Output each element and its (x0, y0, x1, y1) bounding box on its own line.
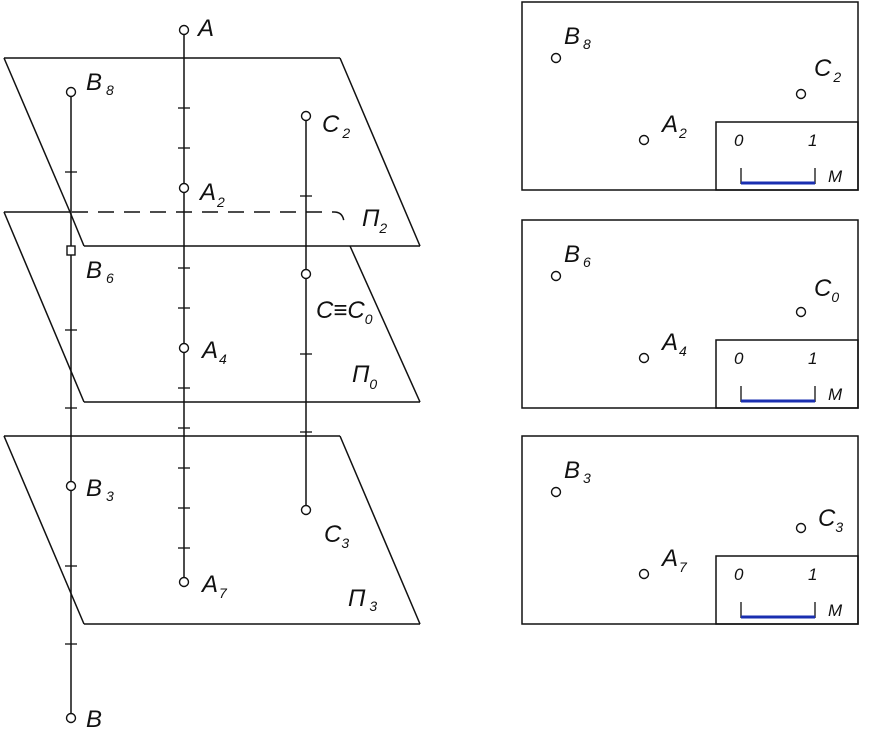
label-p2: П2 (362, 205, 387, 236)
panel-2-point-a (638, 352, 650, 364)
label-p0: П0 (352, 361, 377, 392)
panel-3-label-c: C3 (818, 505, 843, 535)
panel-2-point-b (550, 270, 562, 282)
panel-1-scale-zero: 0 (734, 131, 744, 150)
point-a2 (178, 182, 190, 194)
panel-2-scale-unit: М (828, 385, 843, 404)
point-b8 (65, 86, 77, 98)
point-c3 (300, 504, 312, 516)
panel-2-scale: 0 1 М (715, 339, 859, 409)
label-a: A (196, 15, 214, 42)
panel-2-label-a: A4 (660, 329, 687, 359)
plane-p0-hidden-edge (72, 211, 345, 225)
panel-1-point-c (795, 88, 807, 100)
point-b3 (65, 480, 77, 492)
panel-3-point-a (638, 568, 650, 580)
panel-1-scale: 0 1 М (715, 121, 859, 191)
panel-3-point-b (550, 486, 562, 498)
panel-1-label-a: A2 (660, 111, 687, 141)
label-a2: A2 (198, 179, 225, 210)
panel-3-point-c (795, 522, 807, 534)
point-a4 (178, 342, 190, 354)
plane-p2 (3, 57, 421, 247)
point-b6-marker (66, 245, 76, 256)
panel-3-scale: 0 1 М (715, 555, 859, 625)
label-a7: A7 (200, 571, 228, 601)
point-c0 (300, 268, 312, 280)
label-c3: C3 (324, 521, 349, 551)
panel-2-label-c: C0 (814, 275, 839, 305)
panel-1-point-a (638, 134, 650, 146)
panel-2-point-c (795, 306, 807, 318)
panel-2-scale-zero: 0 (734, 349, 744, 368)
line-b (65, 86, 77, 724)
panel-1-scale-one: 1 (808, 131, 817, 150)
point-c2 (300, 110, 312, 122)
panel-3-scale-unit: М (828, 601, 843, 620)
label-a4: A4 (200, 337, 227, 367)
point-a7 (178, 576, 190, 588)
panel-3-scale-one: 1 (808, 565, 817, 584)
label-b: B (86, 706, 102, 733)
point-a (178, 24, 190, 36)
panel-3-scale-zero: 0 (734, 565, 744, 584)
label-c-c0: C≡C0 (316, 297, 373, 327)
panel-2-scale-one: 1 (808, 349, 817, 368)
panel-1-scale-unit: М (828, 167, 843, 186)
panel-3-label-a: A7 (660, 545, 688, 575)
point-b (65, 712, 77, 724)
panel-1-point-b (550, 52, 562, 64)
line-c (300, 110, 312, 516)
line-a (178, 24, 190, 588)
